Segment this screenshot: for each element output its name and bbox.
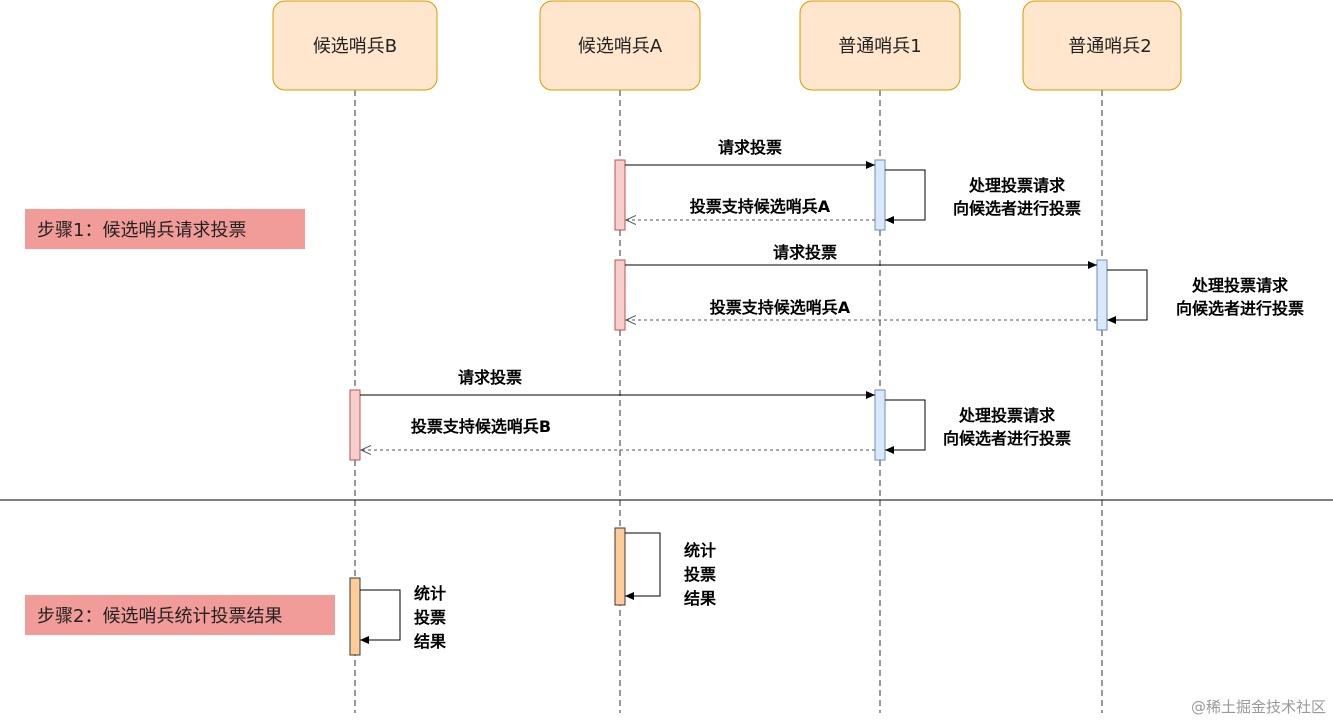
- self-call-label-line: 处理投票请求: [958, 406, 1056, 425]
- step-1-label: 步骤1：候选哨兵请求投票: [25, 209, 305, 249]
- message-label: 投票支持候选哨兵A: [710, 298, 851, 317]
- activation-candidate-a-1: [614, 159, 626, 231]
- self-call-label-line: 向候选者进行投票: [1176, 299, 1304, 318]
- self-call-label-line: 投票: [684, 565, 716, 584]
- actor-label: 候选哨兵B: [313, 36, 397, 57]
- self-call-label-line: 结果: [413, 632, 446, 651]
- actor-normal-1[interactable]: 普通哨兵1: [799, 0, 961, 91]
- activation-candidate-b: [349, 389, 361, 461]
- message-label: 投票支持候选哨兵A: [690, 197, 831, 216]
- activation-normal-1-1: [874, 159, 886, 231]
- self-call-label-line: 投票: [414, 608, 446, 627]
- self-call-candidate-b-tally: 统计 投票 结果: [360, 584, 446, 651]
- activation-candidate-a-tally: [614, 527, 626, 606]
- self-call-label-line: 向候选者进行投票: [943, 429, 1071, 448]
- actor-candidate-b[interactable]: 候选哨兵B: [272, 0, 438, 91]
- watermark: @稀土掘金技术社区: [1191, 698, 1326, 716]
- message-reply-normal-1-to-a: 投票支持候选哨兵A: [626, 197, 875, 220]
- message-label: 请求投票: [458, 368, 522, 387]
- self-call-label-line: 处理投票请求: [1191, 276, 1289, 295]
- message-request-b-to-normal-1: 请求投票: [360, 368, 875, 399]
- self-call-normal-2-process: 处理投票请求 向候选者进行投票: [1107, 269, 1304, 324]
- self-call-label-line: 统计: [414, 584, 446, 603]
- actor-label: 候选哨兵A: [578, 36, 663, 57]
- message-request-a-to-normal-1: 请求投票: [625, 138, 875, 169]
- activation-normal-1-2: [874, 389, 886, 461]
- message-reply-normal-2-to-a: 投票支持候选哨兵A: [626, 298, 1097, 320]
- step-2-label: 步骤2：候选哨兵统计投票结果: [25, 595, 335, 635]
- self-call-label-line: 向候选者进行投票: [953, 199, 1081, 218]
- actor-normal-2[interactable]: 普通哨兵2: [1022, 0, 1182, 91]
- actor-label: 普通哨兵1: [838, 36, 921, 57]
- actor-candidate-a[interactable]: 候选哨兵A: [539, 0, 701, 91]
- self-call-normal-1-process-2: 处理投票请求 向候选者进行投票: [885, 399, 1071, 454]
- self-call-normal-1-process: 处理投票请求 向候选者进行投票: [885, 169, 1081, 224]
- message-reply-normal-1-to-b: 投票支持候选哨兵B: [361, 417, 875, 450]
- self-call-candidate-a-tally: 统计 投票 结果: [625, 532, 716, 608]
- actor-label: 普通哨兵2: [1068, 36, 1151, 57]
- message-label: 请求投票: [718, 138, 782, 157]
- self-call-label-line: 处理投票请求: [968, 176, 1066, 195]
- self-call-label-line: 结果: [683, 589, 716, 608]
- message-label: 投票支持候选哨兵B: [411, 417, 551, 436]
- step-2-text: 步骤2：候选哨兵统计投票结果: [37, 606, 282, 627]
- message-request-a-to-normal-2: 请求投票: [625, 243, 1097, 269]
- self-call-label-line: 统计: [684, 541, 716, 560]
- activation-candidate-a-2: [614, 259, 626, 331]
- activation-candidate-b-tally: [349, 577, 361, 656]
- activation-normal-2: [1096, 259, 1108, 331]
- step-1-text: 步骤1：候选哨兵请求投票: [37, 220, 246, 241]
- message-label: 请求投票: [773, 243, 837, 262]
